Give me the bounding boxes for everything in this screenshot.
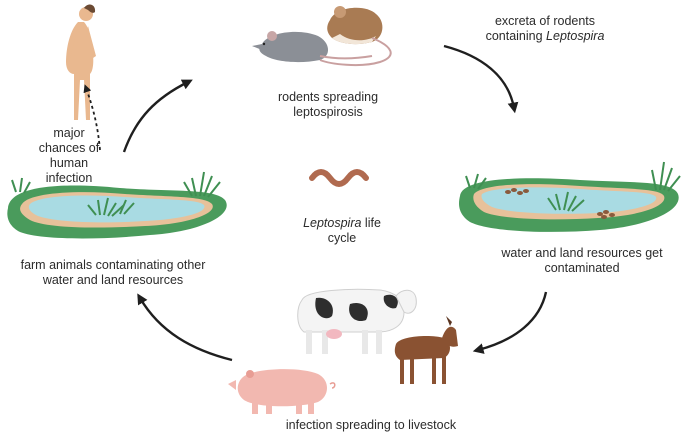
arrow-rodents-to-excreta [443, 44, 519, 114]
contaminated-label: water and land resources get contaminate… [501, 246, 663, 275]
center-rest: life cycle [327, 216, 381, 245]
left-pond [7, 171, 227, 239]
excreta-italic: Leptospira [546, 29, 605, 43]
grass-icon [11, 171, 221, 217]
center-italic: Leptospira [303, 216, 362, 230]
excreta-icon [505, 188, 615, 219]
human-icon [66, 4, 96, 120]
human-line-4: infection [45, 171, 93, 185]
arrow-livestock-to-farm-animals [137, 293, 233, 362]
excreta-label: excreta of rodents containing Leptospira [470, 14, 620, 44]
farm-animals-label: farm animals contaminating other water a… [20, 258, 206, 287]
grass-icon [465, 161, 681, 212]
cow-icon [297, 288, 417, 354]
right-pond [459, 161, 681, 232]
rat-icon [252, 31, 373, 63]
livestock-label: infection spreading to livestock [285, 418, 457, 432]
arrow-contaminated-to-livestock [472, 291, 548, 354]
leptospira-icon [309, 169, 369, 187]
rodents-label: rodents spreading leptospirosis [277, 90, 379, 119]
arrow-pond-to-rodents [122, 79, 193, 153]
goat-icon [394, 316, 458, 384]
center-label: Leptospira life cycle [292, 216, 392, 246]
human-infection-label: major chances of human infection [24, 126, 114, 186]
excreta-prefix: excreta of rodents containing [485, 14, 596, 43]
human-line-1: major [53, 126, 85, 140]
pig-icon [228, 369, 336, 414]
arrow-pond-to-human [83, 84, 101, 151]
human-line-2: chances of [38, 141, 100, 155]
mouse-icon [319, 6, 392, 67]
human-line-3: human [49, 156, 89, 170]
